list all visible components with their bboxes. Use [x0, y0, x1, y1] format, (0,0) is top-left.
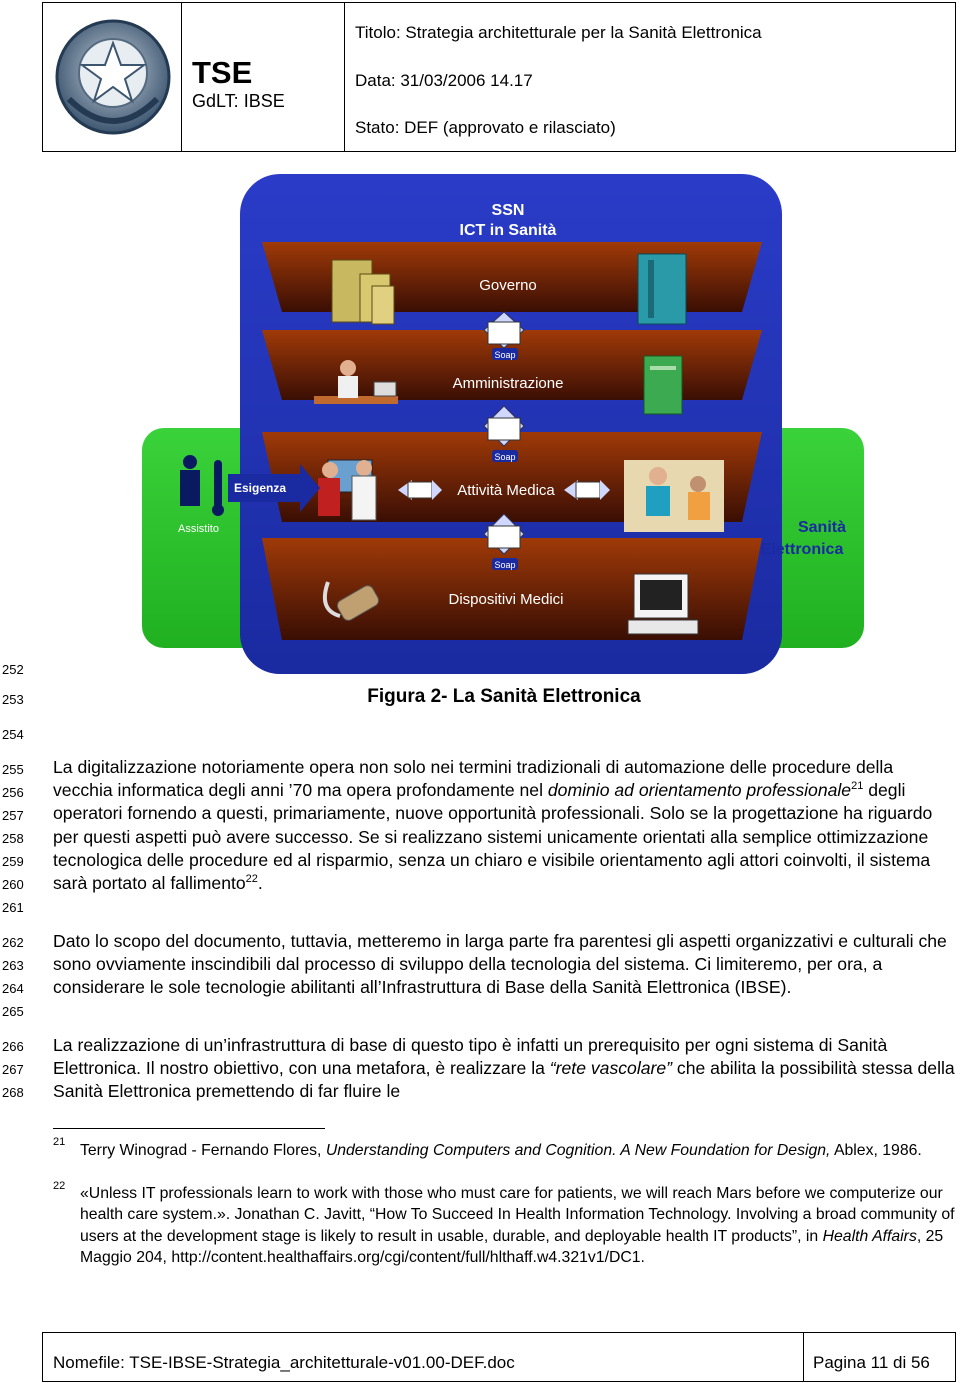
- soap-connector-icon: Soap: [483, 311, 525, 360]
- paragraph-3: La realizzazione di un’infrastruttura di…: [53, 1035, 955, 1102]
- line-number: 267: [2, 1062, 24, 1077]
- line-number: 264: [2, 981, 24, 996]
- svg-text:Soap: Soap: [494, 350, 515, 360]
- paragraph-1: La digitalizzazione notoriamente opera n…: [53, 757, 933, 894]
- working-group: GdLT: IBSE: [192, 91, 285, 111]
- line-number: 257: [2, 808, 24, 823]
- line-number: 255: [2, 762, 24, 777]
- server-icon: [331, 259, 395, 325]
- attivita-label: Attività Medica: [457, 482, 555, 499]
- line-number: 253: [2, 692, 24, 707]
- esigenza-label: Esigenza: [234, 481, 286, 495]
- line-number: 261: [2, 900, 24, 915]
- filename-cell: Nomefile: TSE-IBSE-Strategia_architettur…: [43, 1333, 804, 1381]
- amministrazione-label: Amministrazione: [453, 375, 564, 392]
- paragraph-2: Dato lo scopo del documento, tuttavia, m…: [53, 931, 947, 998]
- esigenza-arrow: Esigenza: [228, 464, 320, 512]
- doc-date: Data: 31/03/2006 14.17: [355, 71, 533, 90]
- footnote-ref[interactable]: 22: [245, 873, 258, 886]
- footnote-number: 22: [53, 1180, 66, 1192]
- elettronica-label: Elettronica: [761, 541, 844, 558]
- soap-connector-icon: Soap: [483, 513, 525, 570]
- connector-icon: [564, 480, 610, 500]
- line-number: 258: [2, 831, 24, 846]
- footnote-rule: [53, 1128, 325, 1129]
- line-number: 252: [2, 662, 24, 677]
- sanita-elettronica-diagram: SSN ICT in Sanità Governo Amministrazion…: [142, 174, 864, 674]
- footnote-22: «Unless IT professionals learn to work w…: [80, 1185, 955, 1266]
- svg-text:Soap: Soap: [494, 560, 515, 570]
- doctors-icon: [318, 459, 377, 521]
- assistito-label: Assistito: [178, 523, 219, 535]
- line-number: 262: [2, 935, 24, 950]
- connector-icon: [398, 480, 442, 500]
- dispositivi-label: Dispositivi Medici: [448, 591, 563, 608]
- footnote-ref[interactable]: 21: [851, 780, 864, 793]
- line-number: 263: [2, 958, 24, 973]
- line-number: 256: [2, 785, 24, 800]
- line-number: 259: [2, 854, 24, 869]
- footer-table: Nomefile: TSE-IBSE-Strategia_architettur…: [42, 1332, 956, 1382]
- logo-cell: [43, 3, 182, 151]
- figure-caption: Figura 2- La Sanità Elettronica: [367, 686, 641, 707]
- server-icon: [637, 253, 687, 325]
- soap-connector-icon: Soap: [483, 405, 525, 462]
- line-number: 266: [2, 1039, 24, 1054]
- footnote-21: Terry Winograd - Fernando Flores, Unders…: [80, 1142, 922, 1159]
- cabinet-icon: [643, 355, 683, 415]
- line-number: 254: [2, 727, 24, 742]
- line-number: 268: [2, 1085, 24, 1100]
- meta-cell: Titolo: Strategia architetturale per la …: [345, 3, 955, 151]
- line-number: 265: [2, 1004, 24, 1019]
- doc-status: Stato: DEF (approvato e rilasciato): [355, 118, 616, 137]
- org-name: TSE: [192, 55, 253, 90]
- header-table: TSE GdLT: IBSE Titolo: Strategia archite…: [42, 2, 956, 152]
- office-worker-icon: [314, 360, 398, 404]
- file-name: Nomefile: TSE-IBSE-Strategia_architettur…: [53, 1353, 515, 1372]
- ict-label: ICT in Sanità: [460, 222, 557, 239]
- ssn-label: SSN: [492, 202, 525, 219]
- governo-label: Governo: [479, 277, 537, 294]
- patient-icon: [180, 455, 224, 516]
- emblem-logo: [55, 19, 171, 135]
- doc-title: Titolo: Strategia architetturale per la …: [355, 23, 762, 42]
- line-number: 260: [2, 877, 24, 892]
- consultation-icon: [624, 460, 724, 532]
- scanner-icon: [323, 581, 380, 621]
- footnote-number: 21: [53, 1136, 66, 1148]
- org-cell: TSE GdLT: IBSE: [181, 3, 345, 151]
- computer-icon: [627, 573, 699, 635]
- page-number: Pagina 11 di 56: [813, 1353, 930, 1372]
- sanita-label: Sanità: [798, 519, 846, 536]
- svg-text:Soap: Soap: [494, 452, 515, 462]
